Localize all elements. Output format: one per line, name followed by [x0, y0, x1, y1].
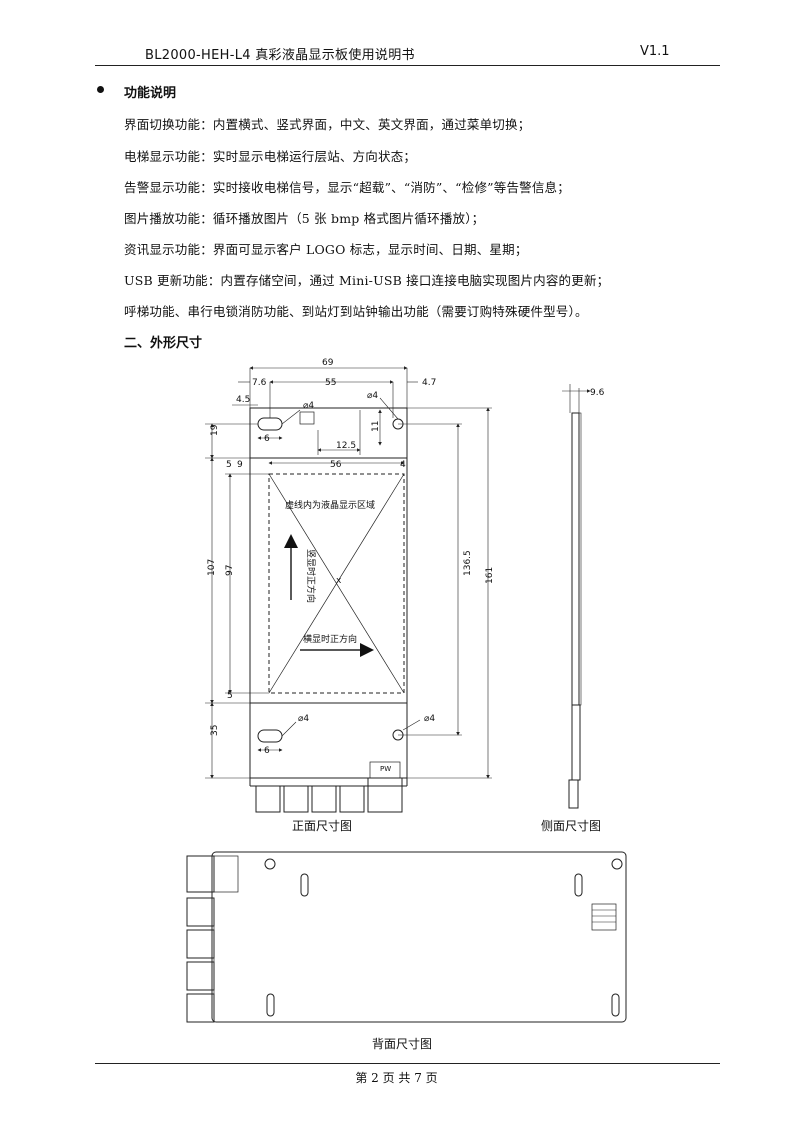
board-body: [249, 457, 408, 704]
page-number: 第 2 页 共 7 页: [355, 1071, 438, 1085]
dim-label: 5: [226, 460, 232, 470]
function-line: 图片播放功能：循环播放图片（5 张 bmp 格式图片循环播放）；: [124, 211, 485, 226]
bullet-icon: [97, 86, 104, 93]
side-connector: [568, 779, 579, 809]
dim-label: 19: [210, 424, 220, 436]
back-connector: [186, 897, 215, 927]
dim-label: ⌀4: [298, 714, 309, 724]
front-view-caption: 正面尺寸图: [292, 819, 353, 833]
function-line: 资讯显示功能：界面可显示客户 LOGO 标志，显示时间、日期、星期；: [124, 242, 528, 257]
section-heading-functions: 功能说明: [124, 86, 177, 101]
dim-label: 12.5: [336, 441, 356, 451]
dim-label: 4.7: [422, 378, 436, 388]
dim-label: 11: [371, 421, 381, 432]
dim-label: 9: [237, 460, 243, 470]
dim-label: 7.6: [252, 378, 267, 388]
arrow-up-icon: [284, 534, 298, 548]
lcd-diagonal: [268, 473, 405, 694]
usb-connector: [367, 777, 403, 813]
dim-label: 4.5: [236, 395, 250, 405]
back-slot: [266, 993, 275, 1017]
back-connector: [186, 929, 215, 959]
dim-label: 69: [322, 358, 334, 368]
connector: [311, 785, 337, 813]
dim-label: 4: [400, 460, 406, 470]
lcd-area-label: 虚线内为液晶显示区域: [285, 499, 375, 511]
header-title: BL2000-HEH-L4 真彩液晶显示板使用说明书: [145, 48, 415, 63]
back-slot: [611, 993, 620, 1017]
slot-top: [257, 417, 283, 431]
back-usb-connector: [186, 855, 215, 893]
dim-label: 6: [264, 746, 270, 756]
function-line: 呼梯功能、串行电锁消防功能、到站灯到站钟输出功能（需要订购特殊硬件型号）。: [124, 304, 588, 319]
back-board: [211, 851, 627, 1023]
back-view-caption: 背面尺寸图: [372, 1037, 433, 1051]
dim-label: 5: [227, 691, 233, 701]
dim-label: ⌀4: [303, 401, 314, 411]
board-bottom-tab: [249, 702, 408, 779]
back-hole: [264, 858, 276, 870]
center-mark: x: [336, 576, 342, 586]
back-slot: [574, 873, 583, 897]
side-view-caption: 侧面尺寸图: [541, 819, 602, 833]
vertical-direction-label: 竖显时正方向: [305, 549, 317, 603]
dim-label: 9.6: [590, 388, 605, 398]
side-view: [562, 384, 591, 809]
back-connector: [186, 993, 215, 1023]
lcd-area: [268, 473, 405, 694]
side-board: [571, 412, 580, 706]
header-version: V1.1: [640, 44, 670, 59]
arrow-right-icon: [360, 643, 374, 657]
front-view: [205, 366, 492, 813]
function-line: USB 更新功能：内置存储空间，通过 Mini-USB 接口连接电脑实现图片内容…: [124, 273, 610, 288]
function-line: 电梯显示功能：实时显示电梯运行层站、方向状态；: [124, 149, 417, 164]
dim-label: 56: [330, 460, 342, 470]
back-hole: [611, 858, 623, 870]
function-line: 界面切换功能：内置横式、竖式界面，中文、英文界面，通过菜单切换；: [124, 117, 531, 132]
back-slot: [300, 873, 309, 897]
pin-header: [369, 761, 401, 779]
dim-label: 107: [207, 559, 217, 576]
connector: [283, 785, 309, 813]
dim-label: 35: [210, 725, 220, 736]
dim-label: 6: [264, 434, 270, 444]
back-pin-header: [591, 903, 617, 931]
horizontal-direction-label: 横显时正方向: [303, 633, 357, 645]
slot-bottom: [257, 729, 283, 743]
dim-label: 97: [225, 565, 235, 576]
dim-label: 136.5: [463, 550, 473, 576]
function-line: 告警显示功能：实时接收电梯信号，显示“超载”、“消防”、“检修”等告警信息；: [124, 180, 570, 195]
dim-label: ⌀4: [367, 391, 378, 401]
board-top-tab: [249, 407, 408, 459]
back-view: [186, 851, 627, 1023]
component-top: [299, 411, 315, 425]
side-bottom: [571, 704, 581, 781]
pin-label: PW: [380, 765, 391, 773]
section-heading-dimensions: 二、外形尺寸: [124, 336, 203, 351]
dim-label: 161: [485, 567, 495, 584]
dim-label: ⌀4: [424, 714, 435, 724]
connector: [255, 785, 281, 813]
dim-label: 55: [325, 378, 336, 388]
footer-rule: [95, 1063, 720, 1064]
back-connector: [186, 961, 215, 991]
header-rule: [95, 65, 720, 66]
connector: [339, 785, 365, 813]
